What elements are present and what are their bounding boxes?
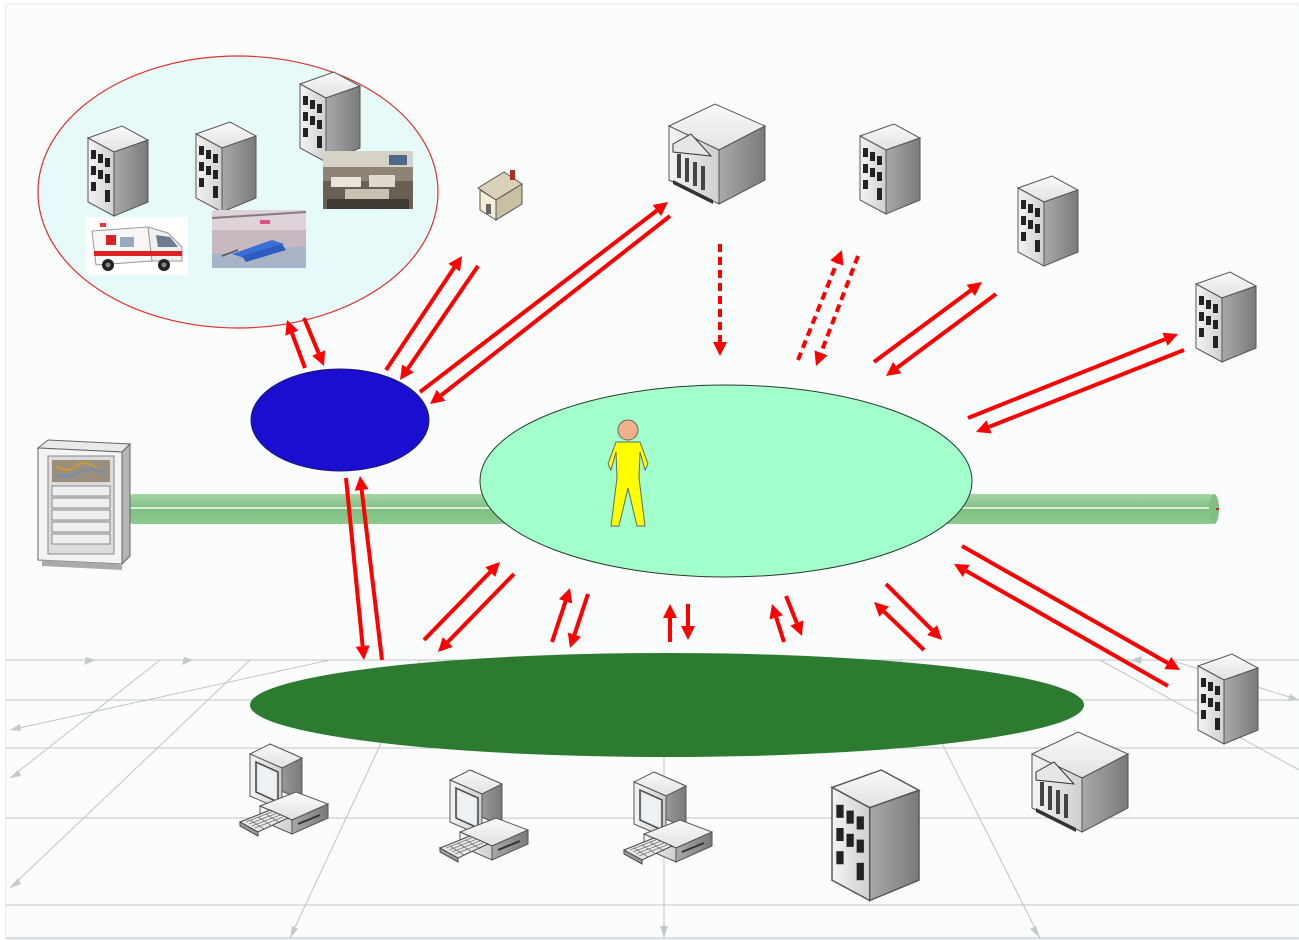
arrowhead bbox=[558, 588, 573, 604]
arrowhead bbox=[954, 564, 970, 578]
flow-arrow-line bbox=[896, 292, 998, 370]
flow-arrow-line bbox=[302, 317, 321, 354]
office-building-icon bbox=[859, 123, 921, 215]
office-building-icon bbox=[831, 769, 920, 902]
provider-cluster[interactable] bbox=[37, 55, 439, 329]
arrowhead bbox=[652, 202, 668, 217]
data-flow-arrows bbox=[285, 202, 1185, 688]
flow-arrow-line bbox=[359, 489, 384, 661]
arrowhead bbox=[430, 389, 446, 404]
flow-arrow-line bbox=[872, 288, 972, 364]
flow-arrow-line bbox=[774, 616, 786, 643]
arrowhead bbox=[814, 350, 828, 366]
arrowhead bbox=[354, 476, 369, 491]
office-building-icon bbox=[195, 121, 257, 213]
flow-arrow-line bbox=[784, 595, 799, 624]
access-hub-node[interactable] bbox=[250, 368, 430, 472]
arrowhead bbox=[400, 364, 414, 380]
server-rack-icon bbox=[37, 439, 131, 571]
flow-arrow-line bbox=[439, 214, 672, 397]
arrowhead bbox=[874, 602, 889, 617]
office-building-icon bbox=[1017, 175, 1079, 267]
arrowhead bbox=[927, 625, 942, 640]
hospital-bed-photo bbox=[323, 151, 413, 209]
flow-arrow-line bbox=[384, 266, 456, 372]
flow-arrow-line bbox=[965, 569, 1169, 688]
flow-arrow-line bbox=[882, 610, 926, 652]
arrowhead bbox=[567, 632, 582, 648]
flow-arrow-line bbox=[406, 264, 480, 370]
flow-arrow-line bbox=[988, 348, 1185, 429]
ambulance-photo bbox=[85, 216, 189, 276]
arrowhead bbox=[448, 256, 462, 272]
flow-arrow-line bbox=[967, 337, 1166, 420]
flow-arrow-line bbox=[884, 582, 934, 632]
arrowhead bbox=[285, 320, 299, 336]
arrowhead bbox=[485, 562, 500, 577]
arrowhead bbox=[769, 604, 783, 620]
arrowhead bbox=[830, 250, 844, 266]
flow-arrow-line bbox=[572, 593, 590, 636]
arrowhead bbox=[886, 362, 902, 376]
flow-arrow-line bbox=[422, 570, 492, 642]
hospital-room-photo bbox=[211, 209, 307, 269]
clinical-network-node[interactable] bbox=[250, 653, 1084, 757]
arrowhead bbox=[663, 604, 677, 618]
patient-record-node[interactable] bbox=[479, 384, 973, 578]
office-building-icon bbox=[1195, 271, 1257, 363]
office-building-icon bbox=[299, 71, 361, 163]
arrowhead bbox=[1164, 656, 1180, 670]
flow-arrow-line bbox=[290, 332, 307, 369]
flow-arrow-line bbox=[344, 477, 365, 647]
flow-arrow-line bbox=[446, 572, 516, 644]
arrowhead bbox=[438, 637, 453, 652]
arrowhead bbox=[790, 620, 804, 636]
arrowhead bbox=[312, 350, 326, 366]
flow-arrow-line bbox=[418, 208, 659, 394]
office-building-icon bbox=[87, 125, 149, 217]
arrowhead bbox=[713, 342, 727, 356]
arrowhead bbox=[966, 282, 982, 296]
office-building-icon bbox=[1197, 653, 1259, 745]
arrowhead bbox=[1162, 332, 1178, 346]
dashed-flow-arrow-line bbox=[796, 262, 839, 361]
flow-arrow-line bbox=[550, 600, 568, 643]
arrowhead bbox=[355, 645, 370, 660]
arrowhead bbox=[976, 420, 992, 434]
dashed-flow-arrow-line bbox=[819, 255, 860, 354]
arrowhead bbox=[681, 626, 695, 640]
flow-arrow-line bbox=[961, 544, 1169, 665]
